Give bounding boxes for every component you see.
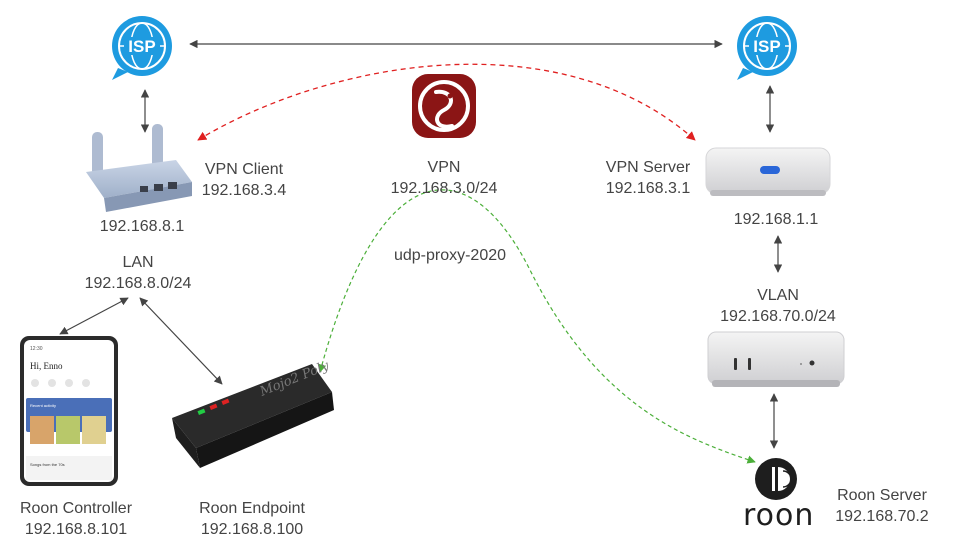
lan-label: LAN 192.168.8.0/24 [68,252,208,294]
phone-device-icon: 12:30 Hi, Enno Recent activity Songs fro… [20,336,118,486]
vlan-label: VLAN 192.168.70.0/24 [702,285,854,327]
vpn-server-title: VPN Server [605,159,691,176]
roon-logo-icon [755,458,797,500]
roon-server-label: Roon Server 192.168.70.2 [818,485,946,527]
isp-right-icon: ISP [737,16,797,80]
gateway-device-icon [705,147,831,196]
mac-mini-icon [707,331,845,387]
roon-endpoint-title: Roon Endpoint [199,500,305,517]
vpn-client-title: VPN Client [204,161,284,178]
lan-title: LAN [122,254,154,271]
vpn-client-label: VPN Client 192.168.3.4 [186,159,302,201]
phone-footer: Songs from the 70s [30,462,65,467]
phone-section: Recent activity [30,403,56,408]
phone-greeting: Hi, Enno [30,361,63,371]
udp-proxy-label: udp-proxy-2020 [393,247,507,264]
isp-left-text: ISP [128,37,155,56]
vlan-subnet: 192.168.70.0/24 [720,308,836,325]
vpn-tunnel-path [197,63,696,141]
dac-device-icon: Mojo2 Poly [172,358,334,468]
lan-subnet: 192.168.8.0/24 [84,275,192,292]
vpn-title: VPN [427,159,461,176]
connectors [59,39,783,464]
vpn-label: VPN 192.168.3.0/24 [378,157,510,199]
gateway-ip-label: 192.168.1.1 [733,211,819,228]
roon-server-title: Roon Server [837,487,927,504]
roon-wordmark: roon [743,498,815,533]
roon-controller-label: Roon Controller 192.168.8.101 [4,498,148,540]
lan-to-endpoint-link [139,297,223,385]
travel-router-icon [86,124,192,212]
vpn-server-label: VPN Server 192.168.3.1 [586,157,710,199]
isp-left-icon: ISP [112,16,172,80]
vpn-subnet: 192.168.3.0/24 [390,180,498,197]
vpn-server-ip: 192.168.3.1 [605,180,691,197]
vpn-client-ip: 192.168.3.4 [201,182,287,199]
router-ip-label: 192.168.8.1 [99,218,185,235]
roon-controller-ip: 192.168.8.101 [24,521,128,538]
roon-controller-title: Roon Controller [19,500,133,517]
isp-right-text: ISP [753,37,780,56]
lan-to-controller-link [59,297,129,335]
udp-proxy-path [317,189,756,464]
roon-endpoint-label: Roon Endpoint 192.168.8.100 [186,498,318,540]
phone-time: 12:30 [30,346,43,352]
wireguard-logo-icon [412,74,476,138]
vlan-title: VLAN [757,287,799,304]
roon-server-ip: 192.168.70.2 [835,508,929,525]
roon-endpoint-ip: 192.168.8.100 [200,521,304,538]
